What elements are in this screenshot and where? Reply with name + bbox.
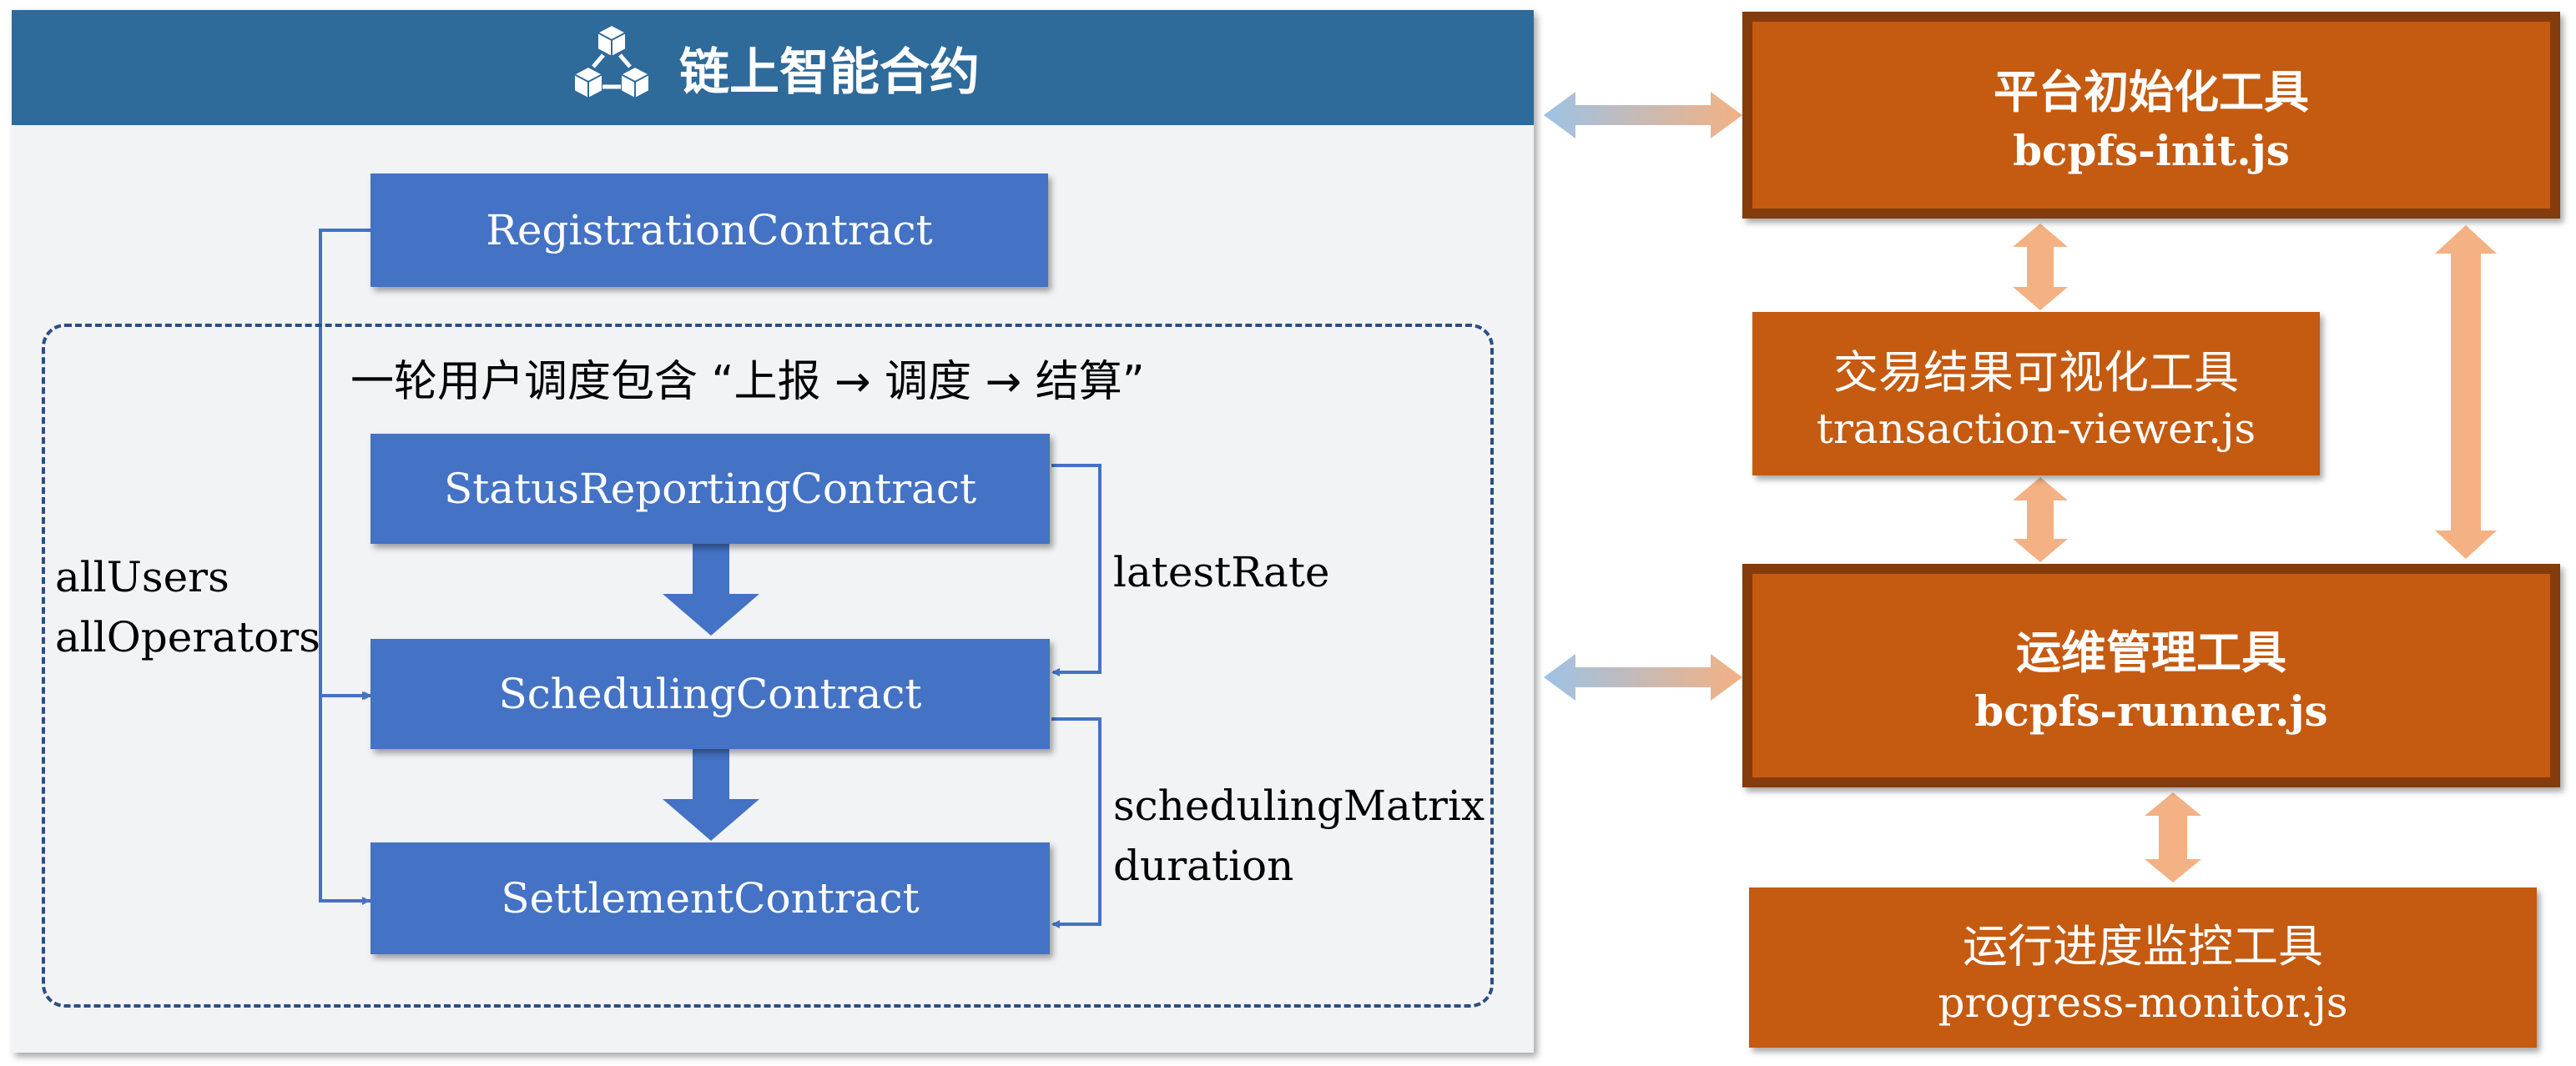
- link-arrow-panel-init: [1544, 92, 1742, 138]
- link-arrow-init-viewer: [2013, 224, 2068, 310]
- all-operators-label: allOperators: [55, 613, 320, 661]
- link-arrow-runner-monitor: [2145, 792, 2201, 882]
- blockchain-cubes-icon: [573, 23, 650, 100]
- link-arrow-viewer-runner: [2013, 477, 2068, 562]
- viewer-tool-box: 交易结果可视化工具 transaction-viewer.js: [1752, 312, 2320, 475]
- duration-label: duration: [1113, 842, 1294, 890]
- init-tool-file: bcpfs-init.js: [2013, 126, 2290, 175]
- scheduling-round-title: 一轮用户调度包含 “上报 → 调度 → 结算”: [350, 357, 1145, 407]
- scheduling-round-box: [42, 324, 1494, 1008]
- scheduling-contract: SchedulingContract: [371, 639, 1050, 749]
- matrix-bracket-line: [1051, 717, 1101, 928]
- rate-bracket-line: [1051, 464, 1101, 676]
- registration-contract: RegistrationContract: [371, 173, 1048, 287]
- settlement-contract: SettlementContract: [371, 842, 1050, 954]
- runner-tool-name: 运维管理工具: [2016, 626, 2286, 679]
- link-arrow-panel-runner: [1544, 654, 1742, 701]
- flow-arrow-report-to-schedule: [663, 544, 759, 636]
- panel-title: 链上智能合约: [679, 43, 980, 102]
- users-flow-label: allUsers allOperators: [55, 547, 320, 667]
- latest-rate-label: latestRate: [1113, 548, 1330, 596]
- matrix-flow-label: schedulingMatrix duration: [1113, 776, 1485, 896]
- scheduling-matrix-label: schedulingMatrix: [1113, 782, 1485, 830]
- link-arrow-init-runner: [2435, 225, 2497, 559]
- runner-tool-box: 运维管理工具 bcpfs-runner.js: [1742, 564, 2560, 787]
- status-reporting-contract: StatusReportingContract: [371, 434, 1050, 544]
- all-users-label: allUsers: [55, 553, 229, 601]
- init-tool-box: 平台初始化工具 bcpfs-init.js: [1742, 12, 2560, 219]
- monitor-tool-name: 运行进度监控工具: [1963, 919, 2323, 973]
- flow-arrow-schedule-to-settle: [663, 749, 759, 841]
- viewer-tool-file: transaction-viewer.js: [1816, 404, 2256, 453]
- monitor-tool-file: progress-monitor.js: [1938, 978, 2348, 1027]
- panel-header: 链上智能合约: [12, 10, 1534, 125]
- init-tool-name: 平台初始化工具: [1994, 66, 2309, 118]
- monitor-tool-box: 运行进度监控工具 progress-monitor.js: [1749, 887, 2537, 1048]
- runner-tool-file: bcpfs-runner.js: [1974, 686, 2328, 736]
- viewer-tool-name: 交易结果可视化工具: [1833, 345, 2239, 399]
